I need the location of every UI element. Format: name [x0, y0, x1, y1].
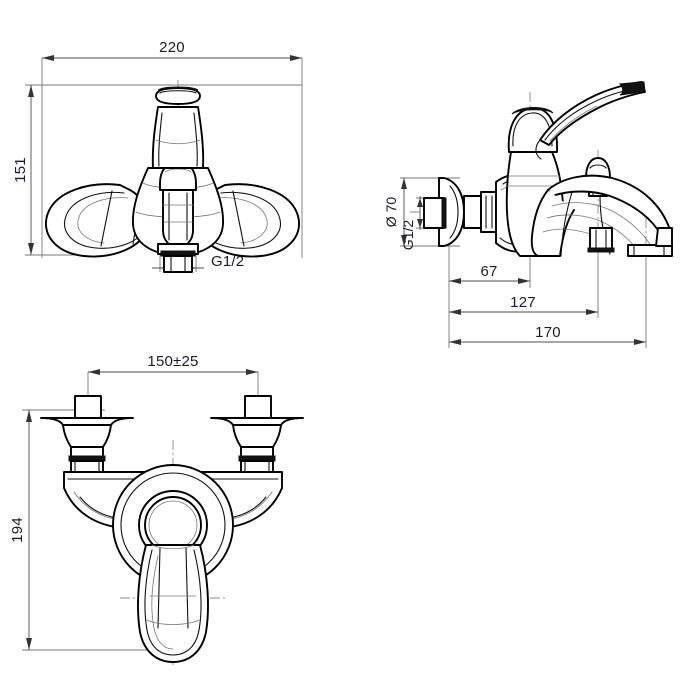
- front-neck: [151, 106, 205, 169]
- front-diverter-shroud: [162, 189, 194, 248]
- front-spout-outlet: [155, 86, 201, 105]
- dimension-depth-194: 194: [9, 410, 32, 650]
- front-elevation-view: 220 151 G1/2: [12, 39, 303, 273]
- dimension-depth-127: 127: [449, 294, 598, 315]
- dimension-label-height: 151: [12, 157, 29, 183]
- side-inlet-nipple: [423, 197, 447, 229]
- dimension-label-width: 220: [159, 39, 185, 56]
- side-hose-outlet: [587, 227, 615, 253]
- front-right-handle: [195, 183, 300, 258]
- bottom-lever: [137, 544, 209, 663]
- bottom-right-flange: [210, 395, 304, 473]
- side-elevation-view: Ø 70 G1/2 67 127 170: [383, 81, 673, 348]
- dimension-height-151: 151: [12, 85, 34, 255]
- dimension-label-thread-front: G1/2: [211, 253, 244, 270]
- dimension-label-centers: 150±25: [147, 353, 198, 370]
- dimension-centers-150: 150±25: [88, 353, 258, 375]
- front-inlet-nipple: [157, 243, 199, 273]
- front-left-handle: [45, 183, 150, 258]
- dimension-width-220: 220: [42, 39, 302, 61]
- dimension-depth-67: 67: [449, 263, 530, 284]
- dimension-label-depth-127: 127: [510, 294, 536, 311]
- dimension-label-depth-170: 170: [535, 324, 561, 341]
- dimension-label-inlet-thread: G1/2: [400, 220, 416, 251]
- side-lever-handle: [535, 81, 646, 160]
- side-eccentric-connector: [463, 191, 497, 233]
- dimension-label-flange-dia: Ø 70: [383, 197, 399, 228]
- bottom-plan-view: 150±25 194: [9, 353, 304, 665]
- bottom-left-flange: [40, 395, 134, 473]
- side-spout-arm: [530, 174, 671, 257]
- dimension-flange-dia-70: Ø 70: [383, 178, 407, 246]
- dimension-label-depth-194: 194: [9, 517, 26, 543]
- side-spout-outlet: [627, 227, 673, 257]
- dimension-inlet-g12-side: G1/2: [400, 196, 423, 250]
- dimension-depth-170: 170: [449, 324, 646, 345]
- dimension-label-depth-67: 67: [480, 263, 497, 280]
